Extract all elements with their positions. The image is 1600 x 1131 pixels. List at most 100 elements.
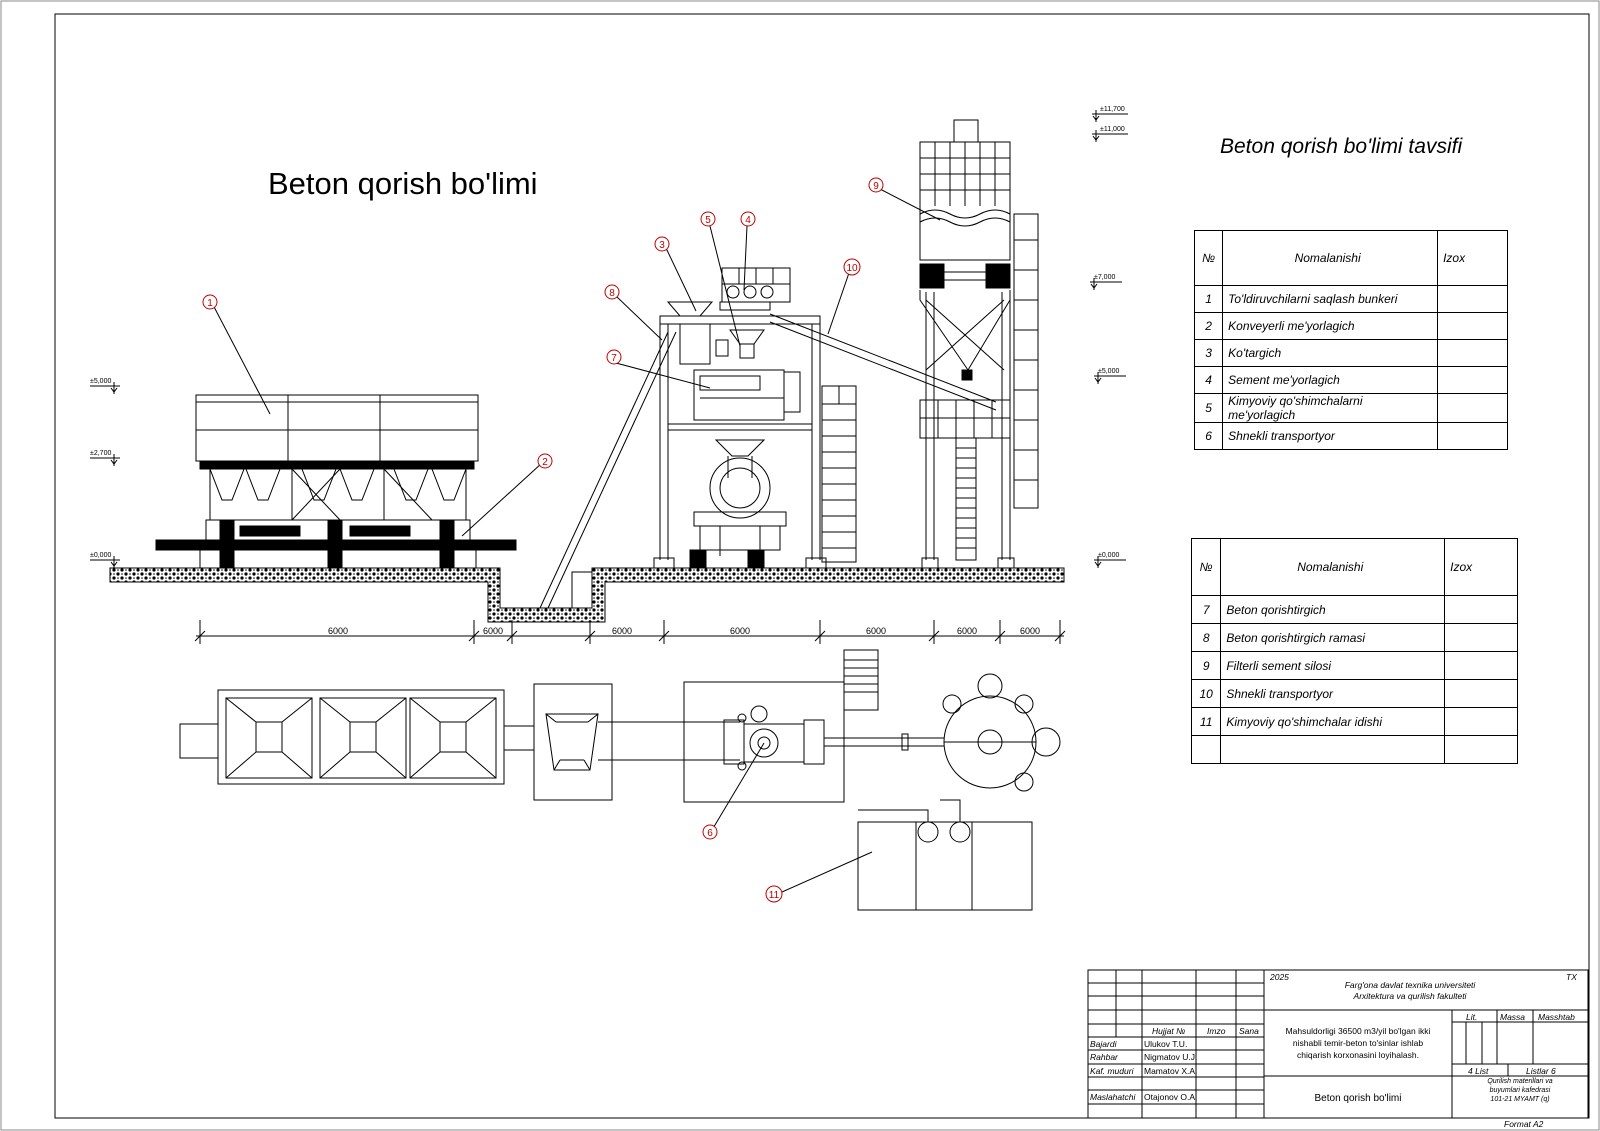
tb-person: Nigmatov U.J. bbox=[1144, 1052, 1198, 1062]
level-label: ±5,000 bbox=[1098, 368, 1119, 375]
tb-role: Maslahatchi bbox=[1090, 1092, 1136, 1102]
tb-sheet-title: Beton qorish bo'limi bbox=[1314, 1093, 1402, 1104]
service-ladder bbox=[821, 385, 857, 563]
tb-role: Rahbar bbox=[1090, 1052, 1118, 1062]
level-label: ±2,700 bbox=[90, 450, 111, 457]
title-block bbox=[1087, 969, 1589, 1119]
row-no: 11 bbox=[1190, 707, 1222, 736]
header-izox: Izox bbox=[1444, 538, 1518, 596]
tb-dept-line-2: buyumlari kafedrasi bbox=[1489, 1087, 1551, 1094]
inner-frame bbox=[54, 13, 1590, 1119]
row-izox bbox=[1444, 623, 1518, 652]
tb-list: 4 List bbox=[1468, 1066, 1489, 1076]
level-mark-11700: ±11,700 bbox=[1092, 106, 1128, 122]
header-no: № bbox=[1193, 230, 1224, 286]
header-izox: Izox bbox=[1437, 230, 1508, 286]
header-name: Nomalanishi bbox=[1220, 538, 1446, 596]
spec-table-header: № Nomalanishi Izox bbox=[1193, 230, 1508, 286]
header-name: Nomalanishi bbox=[1222, 230, 1439, 286]
row-no: 3 bbox=[1193, 339, 1224, 367]
spec-table-header: № Nomalanishi Izox bbox=[1190, 538, 1518, 596]
leader-marker-9: 9 bbox=[868, 177, 884, 193]
row-name: Beton qorishtirgich ramasi bbox=[1220, 623, 1446, 652]
row-name: Konveyerli me'yorlagich bbox=[1222, 312, 1439, 340]
leader-markers: 1 2 3 4 5 6 7 8 9 10 11 bbox=[202, 177, 884, 903]
row-name: Sement me'yorlagich bbox=[1222, 366, 1439, 394]
drawing-title: Beton qorish bo'limi bbox=[268, 166, 538, 201]
row-no: 4 bbox=[1193, 366, 1224, 394]
row-name bbox=[1220, 735, 1446, 764]
tb-masshtab: Masshtab bbox=[1538, 1012, 1575, 1022]
dimension-label: 6000 bbox=[730, 626, 750, 636]
dimension-labels: 6000 6000 6000 6000 6000 6000 6000 bbox=[328, 626, 1040, 636]
dimension-label: 6000 bbox=[957, 626, 977, 636]
tb-project-line-3: chiqarish korxonasini loyihalash. bbox=[1297, 1050, 1419, 1060]
dimension-label: 6000 bbox=[866, 626, 886, 636]
tb-faculty: Arxitektura va qurilish fakulteti bbox=[1353, 991, 1467, 1001]
leader-number-6: 6 bbox=[707, 828, 713, 839]
leader-number-5: 5 bbox=[705, 215, 711, 226]
row-izox bbox=[1444, 651, 1518, 680]
plan-view bbox=[179, 649, 1061, 911]
leader-number-1: 1 bbox=[207, 298, 213, 309]
tb-person: Mamatov X.A. bbox=[1144, 1066, 1198, 1076]
level-mark-11000: ±11,000 bbox=[1092, 126, 1128, 142]
row-name: Ko'targich bbox=[1222, 339, 1439, 367]
row-izox bbox=[1437, 312, 1508, 340]
leader-marker-3: 3 bbox=[654, 236, 670, 252]
tb-dept-line-3: 101-21 MYAMT (q) bbox=[1490, 1096, 1550, 1103]
dimension-label: 6000 bbox=[612, 626, 632, 636]
tb-col-imzo: Imzo bbox=[1207, 1026, 1226, 1036]
leader-marker-8: 8 bbox=[604, 284, 620, 300]
tb-col-sana: Sana bbox=[1239, 1026, 1259, 1036]
leader-number-2: 2 bbox=[542, 457, 548, 468]
table-row bbox=[1190, 735, 1518, 764]
tb-person: Otajonov O.A. bbox=[1144, 1092, 1198, 1102]
leader-number-4: 4 bbox=[745, 215, 751, 226]
level-label: ±11,700 bbox=[1100, 106, 1125, 113]
leader-number-10: 10 bbox=[846, 263, 858, 274]
dimension-label: 6000 bbox=[328, 626, 348, 636]
level-mark-5000-right: ±5,000 bbox=[1094, 368, 1126, 384]
tb-role: Bajardi bbox=[1090, 1039, 1117, 1049]
leader-lines bbox=[211, 187, 941, 893]
leader-number-8: 8 bbox=[609, 288, 615, 299]
row-izox bbox=[1437, 285, 1508, 313]
dimension-label: 6000 bbox=[1020, 626, 1040, 636]
level-label: ±5,000 bbox=[90, 378, 111, 385]
tb-role: Kaf. muduri bbox=[1090, 1066, 1134, 1076]
tb-format: Format A2 bbox=[1504, 1119, 1544, 1129]
level-label: ±7,000 bbox=[1094, 274, 1115, 281]
row-name: Filterli sement silosi bbox=[1220, 651, 1446, 680]
level-mark-5000-left: ±5,000 bbox=[90, 378, 120, 394]
row-no: 5 bbox=[1193, 393, 1224, 423]
leader-number-7: 7 bbox=[611, 353, 617, 364]
row-no: 9 bbox=[1190, 651, 1222, 680]
level-label: ±0,000 bbox=[90, 552, 111, 559]
row-no: 6 bbox=[1193, 422, 1224, 450]
row-name: To'ldiruvchilarni saqlash bunkeri bbox=[1222, 285, 1439, 313]
leader-marker-10: 10 bbox=[843, 258, 861, 276]
tb-year: 2025 bbox=[1270, 972, 1289, 982]
tb-person: Ulukov T.U. bbox=[1144, 1039, 1188, 1049]
dimension-chain bbox=[194, 620, 1066, 644]
row-no: 8 bbox=[1190, 623, 1222, 652]
tb-dept-line-1: Qurilish materillari va bbox=[1487, 1078, 1553, 1085]
tb-massa: Massa bbox=[1500, 1012, 1526, 1022]
row-izox bbox=[1437, 393, 1508, 423]
row-name: Shnekli transportyor bbox=[1220, 679, 1446, 708]
row-izox bbox=[1444, 595, 1518, 624]
row-no: 2 bbox=[1193, 312, 1224, 340]
row-no: 10 bbox=[1190, 679, 1222, 708]
